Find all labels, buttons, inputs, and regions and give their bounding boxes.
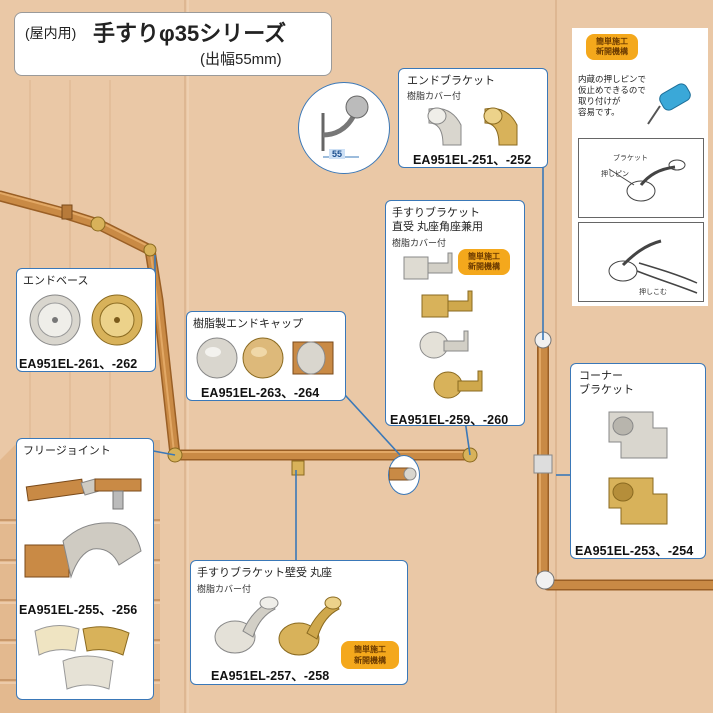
corner-bracket-code: EA951EL-253、-254	[575, 544, 694, 558]
wall-bracket-code: EA951EL-257、-258	[211, 669, 330, 683]
corner-bracket-name-line1: コーナー	[579, 370, 623, 382]
straight-bracket-badge: 簡単施工 新開機構	[458, 249, 510, 275]
callout-corner-bracket: コーナー ブラケット EA951EL-253、-254	[570, 363, 706, 559]
step2-illustration: 押しこむ	[578, 222, 704, 302]
width-note: (出幅55mm)	[200, 51, 282, 68]
end-bracket-name: エンドブラケット	[407, 75, 495, 87]
free-joint-image	[24, 478, 142, 579]
wall-bracket-badge: 簡単施工 新開機構	[341, 641, 399, 669]
straight-bracket-name-line1: 手すりブラケット	[392, 207, 480, 219]
end-cap-name: 樹脂製エンドキャップ	[193, 318, 303, 330]
wall-bracket-image	[214, 596, 342, 656]
end-cap-marker	[388, 455, 420, 495]
title-box: (屋内用) 手すりφ35シリーズ (出幅55mm)	[14, 12, 332, 76]
callout-free-joint: フリージョイント EA951EL-255、-256	[16, 438, 154, 700]
page-title: 手すりφ35シリーズ	[93, 21, 287, 46]
dimension-label: 55	[329, 149, 346, 159]
end-cap-marker-icon	[388, 467, 417, 481]
straight-bracket-sub: 樹脂カバー付	[392, 238, 447, 248]
title-prefix: (屋内用)	[25, 25, 77, 41]
free-joint-code: EA951EL-255、-256	[19, 603, 138, 617]
push-label: 押しこむ	[639, 289, 667, 296]
end-cap-code: EA951EL-263、-264	[201, 386, 320, 400]
step1-illustration: ブラケット 押しピン	[578, 138, 704, 218]
free-joint-name: フリージョイント	[23, 445, 111, 457]
callout-end-base: エンドベース EA951EL-261、-262	[16, 268, 156, 372]
callout-wall-bracket: 手すりブラケット壁受 丸座 樹脂カバー付 簡単施工 新開機構 EA951EL-2…	[190, 560, 408, 685]
corner-bracket-image	[608, 411, 668, 525]
note-description: 内蔵の押しピンで 仮止めできるので 取り付けが 容易です。	[578, 74, 647, 117]
wall-bracket-name: 手すりブラケット壁受 丸座	[197, 567, 333, 579]
corner-bracket-name-line2: ブラケット	[579, 384, 634, 396]
pin-label: 押しピン	[601, 171, 629, 178]
wall-bracket-sub: 樹脂カバー付	[197, 584, 252, 594]
straight-bracket-code: EA951EL-259、-260	[390, 413, 509, 427]
bracket-profile-icon	[321, 95, 369, 158]
end-cap-image	[196, 337, 334, 379]
easy-install-badge: 簡単施工 新開機構	[586, 34, 638, 60]
end-bracket-image	[427, 107, 518, 146]
straight-bracket-name-line2: 直受 丸座角座兼用	[392, 221, 484, 233]
projection-detail-circle: 55	[298, 82, 390, 174]
push-pin-icon	[647, 83, 691, 125]
callout-end-bracket: エンドブラケット 樹脂カバー付 EA951EL-251、-252	[398, 68, 548, 168]
end-base-name: エンドベース	[23, 275, 89, 287]
callout-end-cap: 樹脂製エンドキャップ EA951EL-263、-264	[186, 311, 346, 401]
end-base-code: EA951EL-261、-262	[19, 357, 138, 371]
end-bracket-code: EA951EL-251、-252	[413, 153, 532, 167]
bracket-label: ブラケット	[613, 155, 648, 162]
free-joint-covers-image	[34, 625, 130, 690]
end-base-image	[29, 294, 143, 346]
callout-straight-bracket: 手すりブラケット 直受 丸座角座兼用 樹脂カバー付 簡単施工 新開機構 EA95…	[385, 200, 525, 427]
installation-note-panel: 簡単施工 新開機構 内蔵の押しピンで 仮止めできるので 取り付けが 容易です。 …	[572, 28, 708, 306]
straight-bracket-image	[403, 252, 483, 399]
end-bracket-sub: 樹脂カバー付	[407, 91, 462, 101]
